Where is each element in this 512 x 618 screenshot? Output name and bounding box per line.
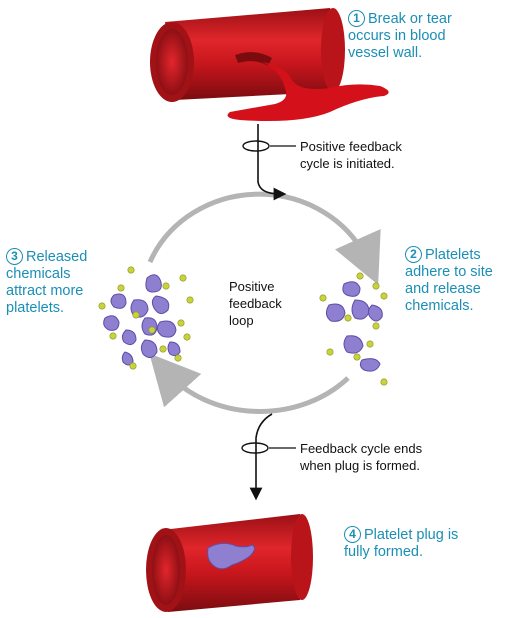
flow-out-of-loop	[241, 413, 296, 501]
loop-arrow-bottom	[149, 353, 350, 414]
note-cycle-initiated: Positive feedback cycle is initiated.	[300, 139, 402, 171]
torn-vessel-illustration	[150, 8, 389, 121]
flow-into-loop	[242, 124, 296, 201]
step-3-number: 3	[6, 248, 23, 265]
step-2-number: 2	[405, 246, 422, 263]
feedback-loop	[147, 191, 381, 414]
ring-icon	[242, 140, 270, 152]
note-cycle-ends: Feedback cycle ends when plug is formed.	[300, 441, 423, 473]
step-4-number: 4	[344, 526, 361, 543]
feedback-loop-label: Positive feedback loop	[229, 279, 282, 328]
loop-arrow-top	[147, 191, 381, 285]
platelet-plug	[207, 542, 256, 570]
blood-pool	[227, 62, 389, 121]
platelet-cluster-left	[98, 266, 194, 370]
ring-icon	[241, 442, 269, 454]
plugged-vessel-illustration	[146, 514, 313, 612]
step-1-number: 1	[348, 10, 365, 27]
tear-gap	[235, 52, 272, 66]
platelet-cluster-right	[319, 272, 388, 386]
